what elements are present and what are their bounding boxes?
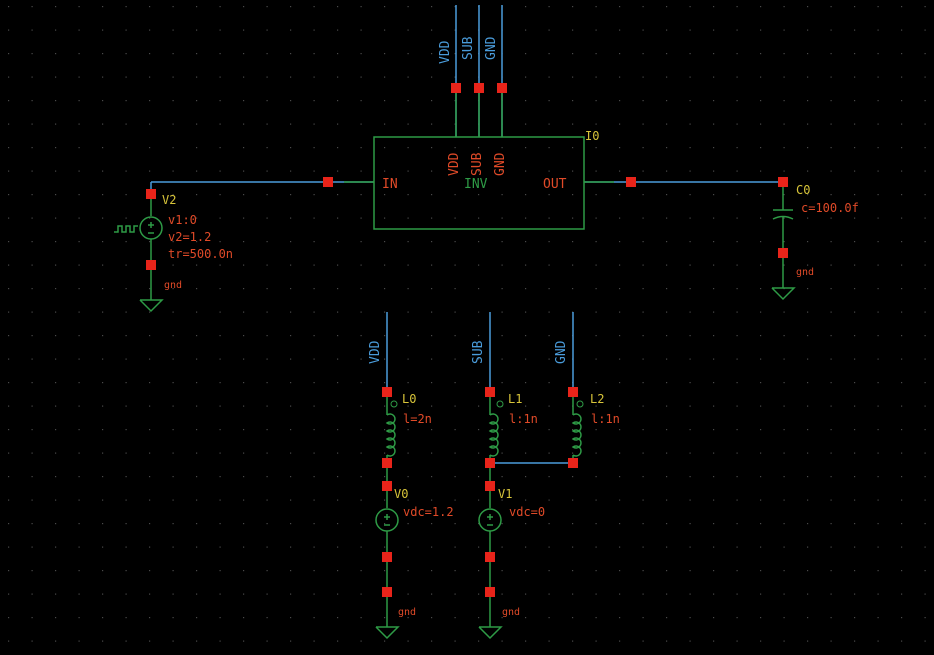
dc-source-v1[interactable] xyxy=(478,508,503,640)
v2-param-tr: tr=500.0n xyxy=(168,247,233,261)
dc-source-v0[interactable] xyxy=(375,508,400,640)
pin-c0-plus[interactable] xyxy=(778,177,788,187)
v2-instance-name: V2 xyxy=(162,193,176,207)
l1-param-l: l:1n xyxy=(509,412,538,426)
pin-v2-plus[interactable] xyxy=(146,189,156,199)
pin-v1-gnd[interactable] xyxy=(485,587,495,597)
inverter-pin-gnd-label: GND xyxy=(493,152,508,176)
pin-c0-minus[interactable] xyxy=(778,248,788,258)
v2-param-v1: v1:0 xyxy=(168,213,197,227)
inverter-pin-vdd-label: VDD xyxy=(447,152,462,176)
pin-l0-top[interactable] xyxy=(382,387,392,397)
pin-v1-minus[interactable] xyxy=(485,552,495,562)
pin-l0-bottom[interactable] xyxy=(382,458,392,468)
pin-out[interactable] xyxy=(626,177,636,187)
pin-v0-gnd[interactable] xyxy=(382,587,392,597)
net-label-gnd-top: GND xyxy=(484,36,499,60)
l0-param-l: l=2n xyxy=(403,412,432,426)
net-label-sub-bottom: SUB xyxy=(471,340,486,364)
pin-sub-top[interactable] xyxy=(474,83,484,93)
v1-instance-name: V1 xyxy=(498,487,512,501)
pin-l1-bottom[interactable] xyxy=(485,458,495,468)
inverter-symbol[interactable] xyxy=(344,88,614,230)
v1-param-vdc: vdc=0 xyxy=(509,505,545,519)
v2-param-v2: v2=1.2 xyxy=(168,230,211,244)
inverter-cell-name: INV xyxy=(464,177,488,192)
pin-v1-plus[interactable] xyxy=(485,481,495,491)
pin-l2-top[interactable] xyxy=(568,387,578,397)
pin-v2-minus[interactable] xyxy=(146,260,156,270)
l1-instance-name: L1 xyxy=(508,392,522,406)
pins xyxy=(146,83,788,597)
net-label-gnd-bottom: GND xyxy=(554,340,569,364)
l2-instance-name: L2 xyxy=(590,392,604,406)
ground-icon xyxy=(139,299,164,313)
inverter-pin-out-label: OUT xyxy=(543,177,567,192)
pin-v0-minus[interactable] xyxy=(382,552,392,562)
pin-gnd-top[interactable] xyxy=(497,83,507,93)
v1-ground-label: gnd xyxy=(502,607,520,618)
ground-icon xyxy=(478,626,503,640)
wires xyxy=(150,5,783,464)
inverter-instance-name: I0 xyxy=(585,129,599,143)
c0-param-c: c=100.0f xyxy=(801,201,859,215)
inverter-pin-in-label: IN xyxy=(382,177,398,192)
v2-ground-label: gnd xyxy=(164,280,182,291)
ground-icon xyxy=(771,287,796,301)
net-label-vdd-top: VDD xyxy=(438,40,453,64)
c0-ground-label: gnd xyxy=(796,267,814,278)
l0-instance-name: L0 xyxy=(402,392,416,406)
pin-v0-plus[interactable] xyxy=(382,481,392,491)
pulse-waveform-icon xyxy=(114,225,138,233)
net-label-vdd-bottom: VDD xyxy=(368,340,383,364)
v0-ground-label: gnd xyxy=(398,607,416,618)
l2-param-l: l:1n xyxy=(591,412,620,426)
net-label-sub-top: SUB xyxy=(461,36,476,60)
inverter-pin-sub-label: SUB xyxy=(470,152,485,176)
pin-vdd-top[interactable] xyxy=(451,83,461,93)
pin-l2-bottom[interactable] xyxy=(568,458,578,468)
ground-icon xyxy=(375,626,400,640)
pin-in[interactable] xyxy=(323,177,333,187)
c0-instance-name: C0 xyxy=(796,183,810,197)
v0-param-vdc: vdc=1.2 xyxy=(403,505,454,519)
pin-l1-top[interactable] xyxy=(485,387,495,397)
v0-instance-name: V0 xyxy=(394,487,408,501)
grid-dots xyxy=(8,6,926,642)
